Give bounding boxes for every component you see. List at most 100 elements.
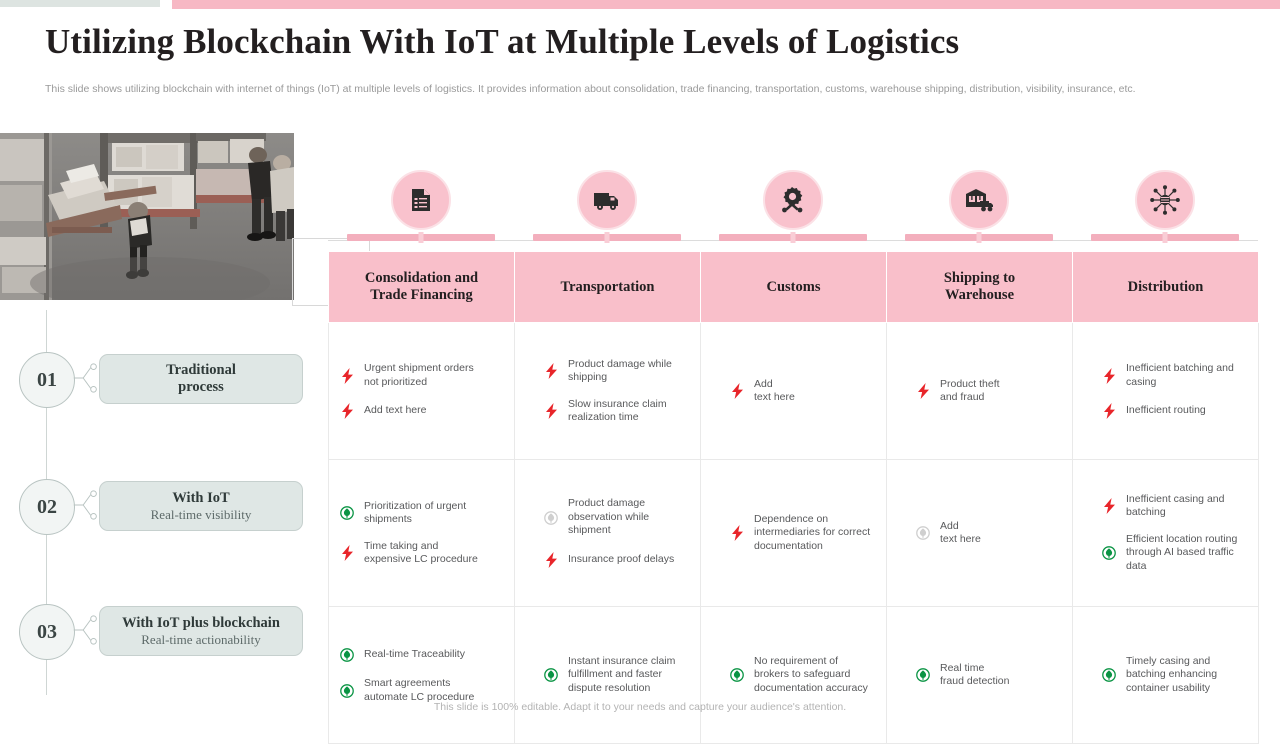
footer-note: This slide is 100% editable. Adapt it to…	[433, 701, 847, 713]
table-header-distribution: Distribution	[1072, 251, 1259, 323]
bolt-icon	[1101, 402, 1117, 420]
warehouse-photo	[0, 133, 294, 300]
timeline-label-box-02[interactable]: With IoT Real-time visibility	[99, 481, 303, 531]
bullet-item: Insurance proof delays	[543, 551, 690, 569]
category-icon-transportation[interactable]	[514, 170, 700, 241]
green-check-icon	[916, 668, 930, 682]
category-icon-shipping-warehouse[interactable]	[886, 170, 1072, 241]
category-icon-consolidation[interactable]	[328, 170, 514, 241]
category-icon-bar	[533, 234, 681, 241]
gray-check-icon	[543, 509, 559, 527]
category-icon-bar	[1091, 234, 1239, 241]
warehouse-shipping-icon	[949, 170, 1009, 230]
hub-network-icon-glyph	[1150, 185, 1180, 215]
bolt-icon	[731, 525, 743, 541]
green-check-icon	[1102, 668, 1116, 682]
green-check-icon	[915, 666, 931, 684]
category-icon-customs[interactable]	[700, 170, 886, 241]
category-icon-bar	[347, 234, 495, 241]
bolt-icon	[729, 382, 745, 400]
bolt-icon	[543, 402, 559, 420]
green-check-icon	[730, 668, 744, 682]
header-line1: Distribution	[1127, 278, 1204, 295]
timeline-connector-03	[73, 615, 97, 645]
bullet-text: Insurance proof delays	[568, 553, 675, 565]
timeline-connector-02	[73, 490, 97, 520]
timeline-number-01: 01	[19, 352, 75, 408]
header-line2: Trade Financing	[370, 287, 473, 303]
table-header-customs: Customs	[700, 251, 887, 323]
table-header-shipping-warehouse: Shipping to Warehouse	[886, 251, 1073, 323]
bolt-icon	[543, 362, 559, 380]
bolt-icon	[341, 367, 353, 384]
timeline-label-line1: With IoT	[172, 489, 230, 506]
bolt-icon	[545, 403, 557, 419]
green-check-icon	[1101, 666, 1117, 684]
timeline-label-box-03[interactable]: With IoT plus blockchain Real-time actio…	[99, 606, 303, 656]
bullet-item: Add text here	[339, 402, 504, 420]
bolt-icon	[341, 403, 353, 419]
green-check-icon	[340, 683, 354, 698]
green-check-icon	[340, 506, 354, 520]
gray-check-icon	[916, 526, 930, 540]
bolt-icon	[1101, 367, 1117, 385]
top-accent-bar-gray	[0, 0, 160, 7]
timeline-number-label: 03	[37, 620, 57, 643]
bolt-icon	[339, 367, 355, 385]
bolt-icon	[341, 545, 353, 561]
timeline-label-box-01[interactable]: Traditional process	[99, 354, 303, 404]
header-line1: Customs	[766, 278, 821, 295]
category-icon-row	[328, 170, 1258, 241]
bolt-icon	[1103, 367, 1115, 384]
bolt-icon	[339, 544, 355, 562]
gear-tools-icon-glyph	[782, 187, 803, 213]
green-check-icon	[1101, 544, 1117, 562]
header-line1: Shipping to	[943, 270, 1016, 286]
category-icon-bar	[719, 234, 867, 241]
category-icon-distribution[interactable]	[1072, 170, 1258, 241]
timeline-label-line1: With IoT plus blockchain	[122, 614, 280, 631]
bolt-icon	[339, 402, 355, 420]
top-accent-bar-pink	[172, 0, 1280, 9]
warehouse-icon-glyph	[966, 189, 993, 212]
